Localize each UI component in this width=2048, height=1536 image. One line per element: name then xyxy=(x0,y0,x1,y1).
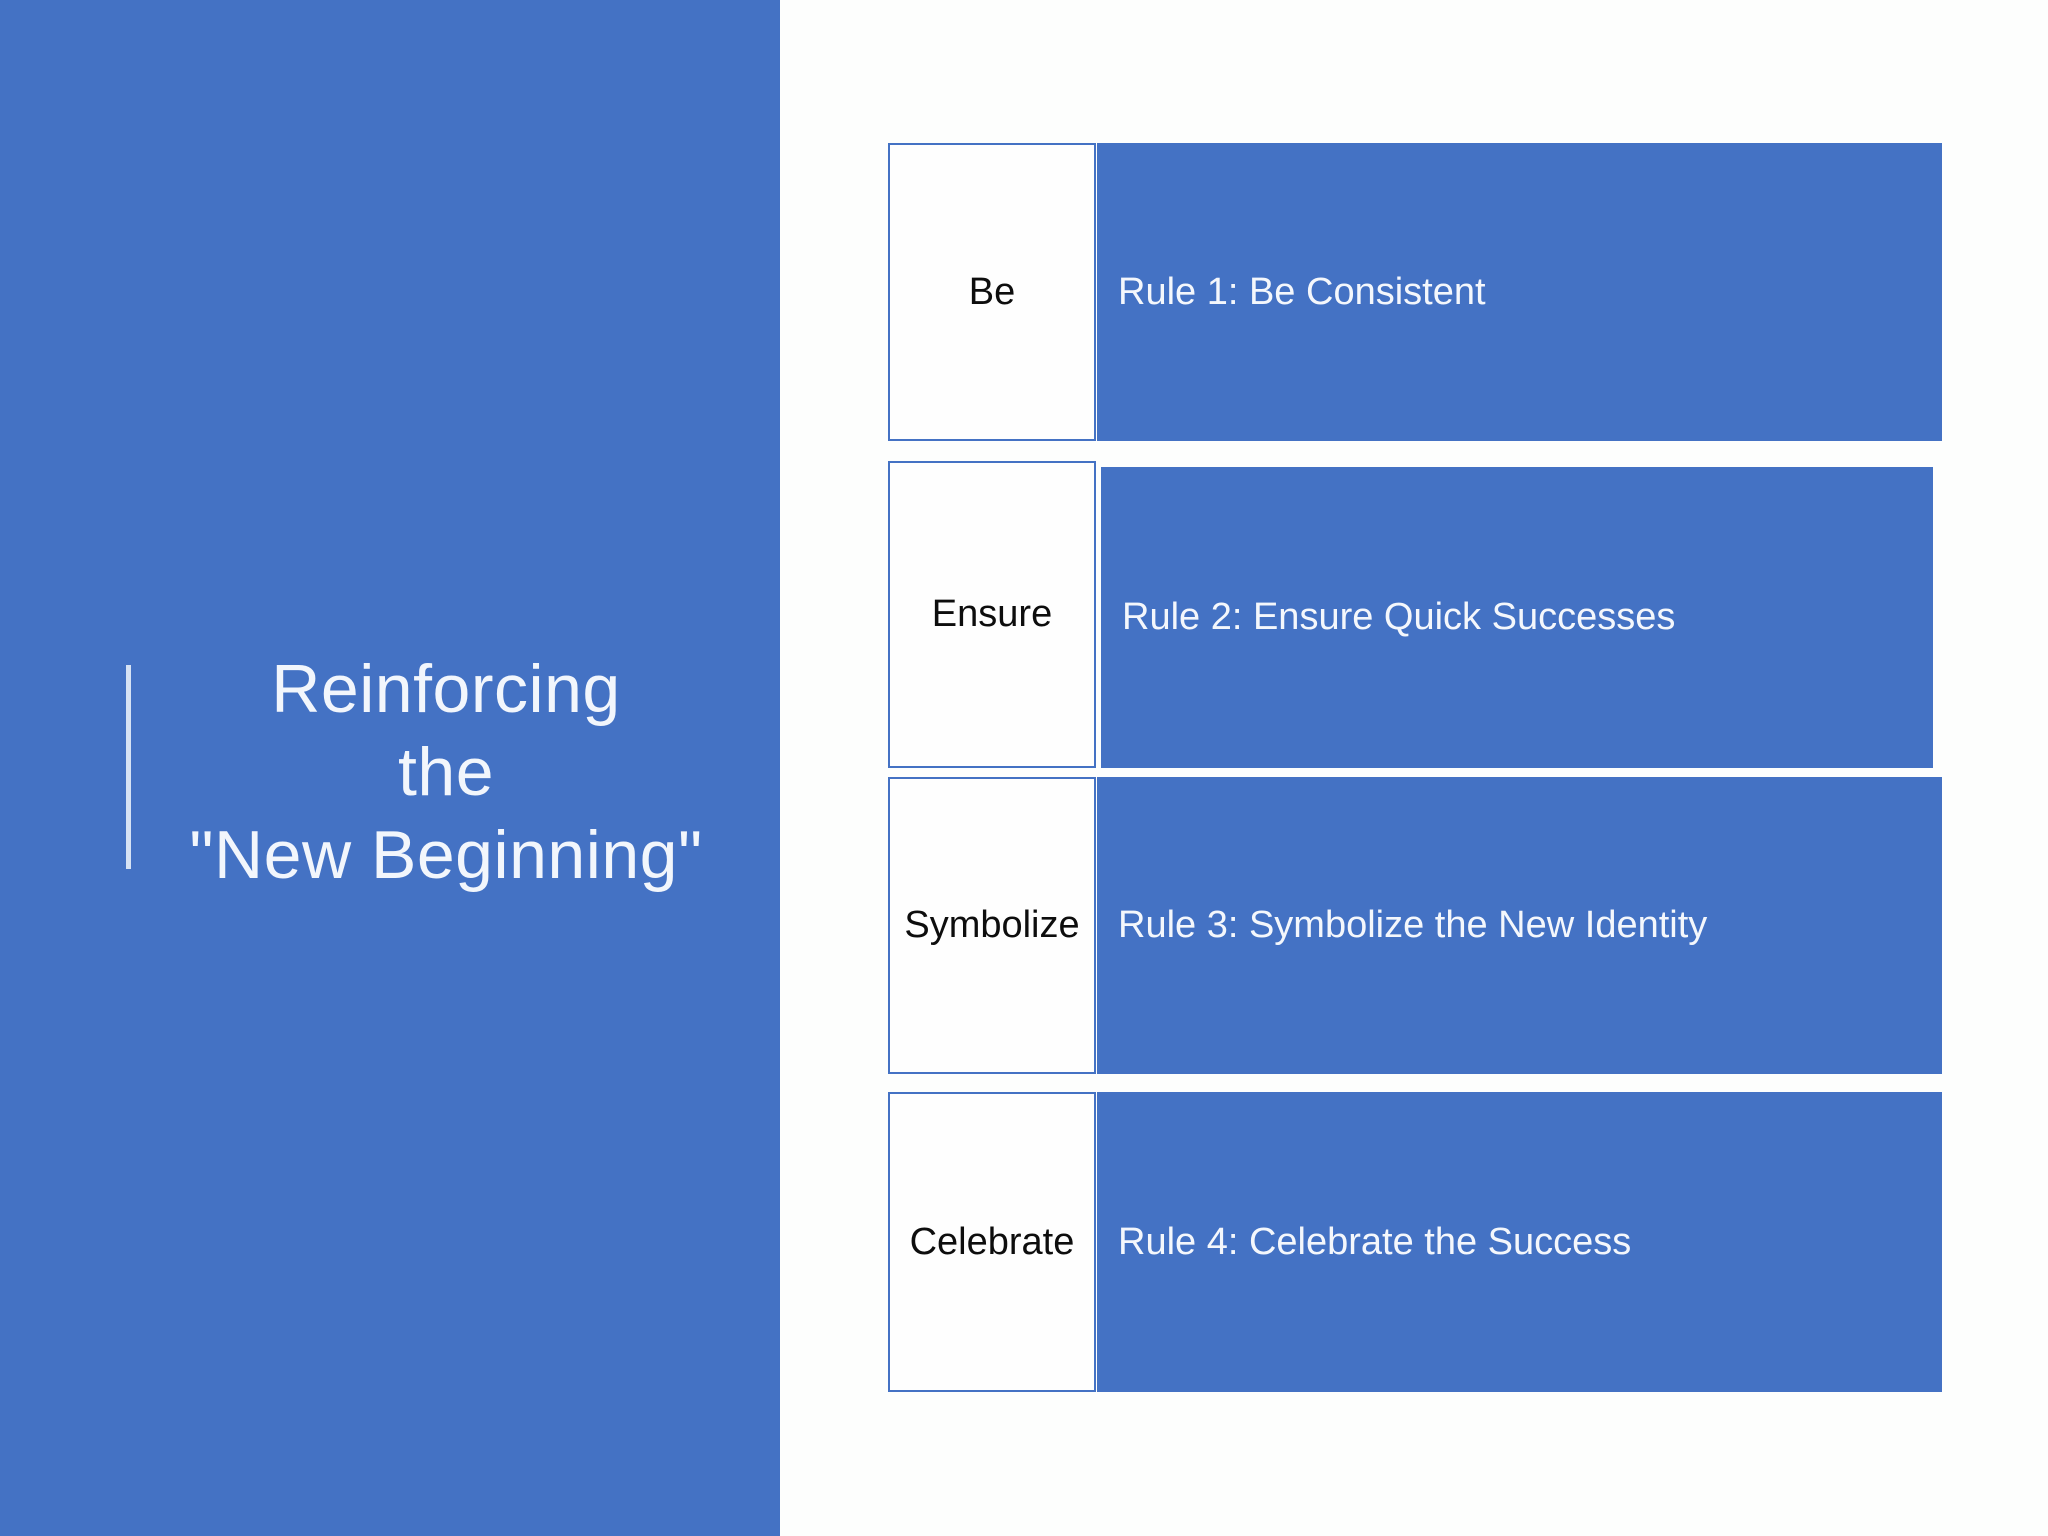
keyword-box-be: Be xyxy=(888,143,1096,441)
rule-bar-1: Rule 1: Be Consistent xyxy=(1097,143,1942,441)
rule-label-4: Rule 4: Celebrate the Success xyxy=(1118,1220,1632,1263)
rule-bar-2: Rule 2: Ensure Quick Successes xyxy=(1101,467,1933,768)
keyword-box-symbolize: Symbolize xyxy=(888,777,1096,1074)
keyword-label-symbolize: Symbolize xyxy=(904,904,1080,946)
keyword-box-ensure: Ensure xyxy=(888,461,1096,768)
slide-title-line-2: the xyxy=(397,734,495,810)
title-panel: Reinforcing the "New Beginning" xyxy=(0,0,780,1536)
rule-bar-4: Rule 4: Celebrate the Success xyxy=(1097,1092,1942,1392)
rule-label-2: Rule 2: Ensure Quick Successes xyxy=(1122,596,1676,638)
title-accent-line xyxy=(126,665,131,869)
slide-title-line-1: Reinforcing xyxy=(271,651,621,727)
keyword-label-be: Be xyxy=(968,270,1016,313)
slide-title-line-3: "New Beginning" xyxy=(189,817,703,893)
keyword-label-ensure: Ensure xyxy=(931,593,1053,635)
keyword-box-celebrate: Celebrate xyxy=(888,1092,1096,1392)
rule-bar-3: Rule 3: Symbolize the New Identity xyxy=(1097,777,1942,1074)
rule-label-3: Rule 3: Symbolize the New Identity xyxy=(1118,904,1708,946)
slide-title: Reinforcing the "New Beginning" xyxy=(150,648,742,897)
keyword-label-celebrate: Celebrate xyxy=(909,1220,1075,1263)
rule-label-1: Rule 1: Be Consistent xyxy=(1118,270,1486,313)
